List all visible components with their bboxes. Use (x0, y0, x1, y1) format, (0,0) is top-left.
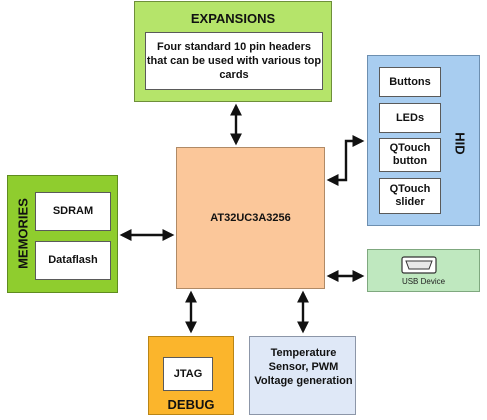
debug-title: DEBUG (167, 397, 215, 412)
memories-block: MEMORIES SDRAM Dataflash (7, 175, 118, 293)
arrow-chip-hid (326, 135, 365, 186)
usb-device-block: USB Device (367, 249, 480, 292)
memory-item-sdram: SDRAM (35, 192, 111, 231)
mcu-chip-label: AT32UC3A3256 (210, 212, 291, 224)
debug-block: JTAG DEBUG (148, 336, 234, 415)
expansions-title: EXPANSIONS (190, 11, 276, 26)
hid-item-qtouch-slider: QTouch slider (379, 178, 441, 214)
hid-item-buttons: Buttons (379, 67, 441, 97)
expansions-block: EXPANSIONS Four standard 10 pin headers … (134, 1, 332, 102)
expansions-description: Four standard 10 pin headers that can be… (145, 32, 323, 90)
hid-item-qtouch-button: QTouch button (379, 138, 441, 172)
mcu-chip-block: AT32UC3A3256 (176, 147, 325, 289)
temperature-pwm-label: Temperature Sensor, PWM Voltage generati… (254, 347, 353, 387)
jtag-item: JTAG (163, 357, 213, 391)
memory-item-dataflash: Dataflash (35, 241, 111, 280)
usb-connector-icon (401, 256, 437, 274)
hid-item-leds: LEDs (379, 103, 441, 133)
usb-device-label: USB Device (401, 277, 446, 286)
hid-block: HID Buttons LEDs QTouch button QTouch sl… (367, 55, 480, 226)
temperature-pwm-block: Temperature Sensor, PWM Voltage generati… (249, 336, 356, 415)
